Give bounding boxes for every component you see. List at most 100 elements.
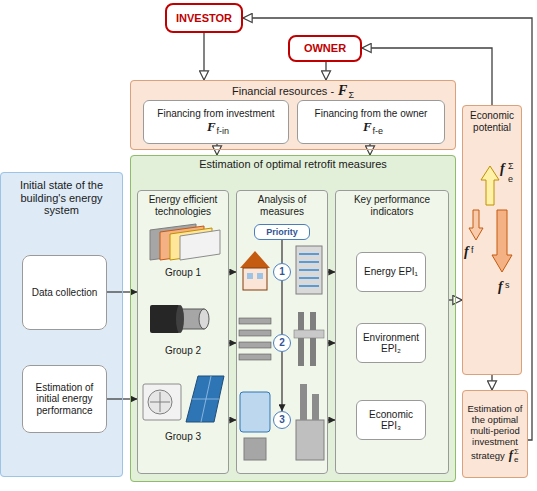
kpi-box: Economic EPI₃ xyxy=(356,400,426,440)
process-box: Estimation of initial energy performance xyxy=(22,365,107,433)
box-fill xyxy=(143,100,289,144)
column-box: Key performance indicatorsEnergy EPI₁Env… xyxy=(335,190,449,474)
box-fill xyxy=(335,190,449,474)
plant-illustration-part xyxy=(240,392,270,432)
potential-arrows-part xyxy=(469,210,483,240)
heat-pump-solar-illustration xyxy=(143,376,224,422)
flow-arrow xyxy=(328,271,335,272)
kpi-box: Environment EPI₂ xyxy=(356,323,426,363)
heat-pump-solar-illustration-part xyxy=(150,392,170,412)
subscript: Σ xyxy=(348,90,354,100)
label-holder: Group 3 xyxy=(140,427,226,443)
subscript: f-e xyxy=(373,126,384,136)
flow-arrow xyxy=(229,342,236,343)
box-fill xyxy=(356,323,426,363)
label-holder: f xyxy=(498,278,503,294)
superscript: Σ xyxy=(514,448,519,456)
node-text: Priority xyxy=(255,227,309,237)
box-fill xyxy=(236,190,328,474)
box-fill xyxy=(273,263,291,281)
node-text: Financing from the owner xyxy=(301,108,441,120)
heat-pump-solar-illustration-part xyxy=(186,376,224,422)
flow-arrow xyxy=(325,62,326,80)
box-fill xyxy=(462,105,522,375)
flow-arrow xyxy=(281,281,282,334)
script-stack: Σe xyxy=(514,448,519,464)
box-fill xyxy=(297,100,445,144)
node-text: Financial resources - xyxy=(232,85,334,97)
label-holder: Group 2 xyxy=(140,341,226,357)
plant-illustration-part xyxy=(296,420,324,460)
priority-circle: 1 xyxy=(273,263,291,281)
potential-arrows xyxy=(469,166,512,272)
resource-panel: Financial resources -FΣFinancing from in… xyxy=(130,80,456,150)
actor-box: OWNER xyxy=(288,35,362,62)
node-text: Energy efficient technologies xyxy=(140,194,226,217)
flow-arrow xyxy=(107,291,137,292)
node-text: Energy EPI₁ xyxy=(360,266,422,278)
box-fill xyxy=(273,334,291,352)
flow-arrow xyxy=(281,240,282,263)
box-fill xyxy=(254,224,310,240)
flow-arrow xyxy=(491,375,492,390)
flow-arrow xyxy=(328,342,335,343)
box-fill xyxy=(356,400,426,440)
column-box: Analysis of measuresPriority123 xyxy=(236,190,328,474)
label-holder: e xyxy=(508,169,513,185)
flow-arrow xyxy=(229,271,236,272)
finance-box: Financing from investmentFf-in xyxy=(143,100,289,144)
building-illustration-part xyxy=(296,246,322,294)
priority-circle: 2 xyxy=(273,334,291,352)
box-fill xyxy=(356,252,426,292)
building-illustration-part xyxy=(243,268,267,290)
superscript: f xyxy=(471,245,474,255)
potential-panel: Economic potential xyxy=(462,105,522,375)
subscript: e xyxy=(514,456,519,464)
pipe-illustration-part xyxy=(176,305,184,333)
box-fill xyxy=(137,190,229,474)
priority-tag: Priority xyxy=(254,224,310,240)
subscript: f-in xyxy=(217,126,230,136)
node-text: Financing from investment xyxy=(147,108,285,120)
building-illustration xyxy=(240,246,322,294)
text-line: Ff-in xyxy=(147,120,285,136)
superscript: Σ xyxy=(508,161,514,171)
node-text: Economic EPI₃ xyxy=(360,409,422,432)
building-illustration-part xyxy=(240,251,270,268)
group-label: Group 1 xyxy=(165,267,201,278)
process-box: Data collection xyxy=(22,255,107,330)
heat-pump-solar-illustration-part xyxy=(192,376,219,422)
flow-arrow xyxy=(243,18,532,440)
building-illustration-part xyxy=(299,254,319,286)
network-pipes-illustration-part xyxy=(239,354,271,360)
kpi-box: Energy EPI₁ xyxy=(356,252,426,292)
flow-arrow xyxy=(229,419,236,420)
box-fill xyxy=(0,172,123,477)
box-fill xyxy=(22,365,107,433)
label-holder: Group 1 xyxy=(140,263,226,279)
strategy-box: Estimation of the optimal multi-period i… xyxy=(462,390,528,478)
insulation-illustration-part xyxy=(180,230,220,260)
node-text: 3 xyxy=(274,414,290,426)
box-fill xyxy=(273,411,291,429)
symbol: f xyxy=(498,279,503,294)
building-illustration-part xyxy=(257,273,263,279)
heat-pump-solar-illustration-part xyxy=(148,390,172,414)
symbol: f xyxy=(500,161,505,176)
building-illustration-part xyxy=(247,273,253,279)
box-fill xyxy=(130,80,456,150)
node-text: OWNER xyxy=(293,42,357,55)
node-text: 2 xyxy=(274,337,290,349)
label-holder: f xyxy=(500,160,505,176)
symbol: F xyxy=(207,119,216,134)
symbol: F xyxy=(363,119,372,134)
network-pipes-illustration-part xyxy=(239,330,271,336)
priority-circle: 3 xyxy=(273,411,291,429)
symbol: F xyxy=(338,83,347,98)
pipe-illustration-part xyxy=(199,309,209,329)
flow-arrow xyxy=(203,33,204,80)
symbol: f xyxy=(509,448,513,462)
potential-arrows-part xyxy=(492,210,512,272)
